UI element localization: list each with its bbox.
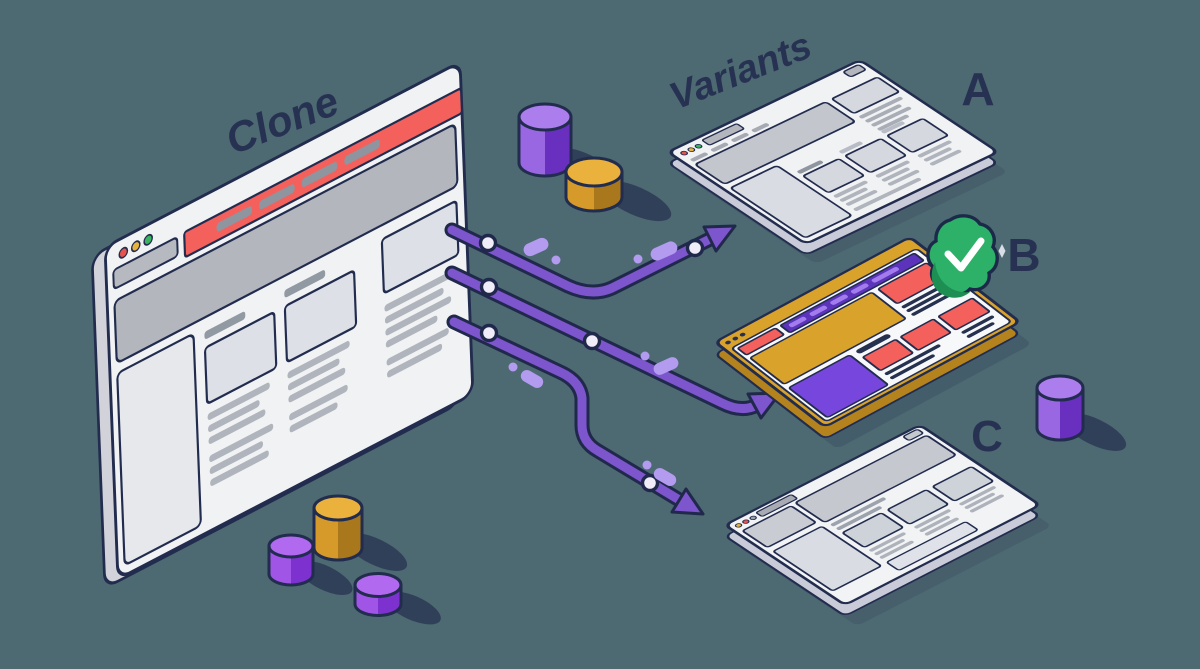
variant-b-nav-bar bbox=[780, 253, 925, 333]
arrow-to-variant-c bbox=[446, 314, 705, 516]
variant-a-card-row bbox=[797, 118, 962, 211]
variant-c-topright-button bbox=[903, 429, 924, 441]
cylinder-cluster-bottom-left bbox=[267, 494, 441, 625]
database-cylinder-gold-tall bbox=[312, 494, 364, 562]
variant-b-text-lines bbox=[884, 315, 995, 380]
motion-dash-pills bbox=[508, 237, 679, 486]
variant-a-sidebar-card bbox=[730, 165, 852, 238]
database-cylinder-purple-tall bbox=[517, 102, 573, 178]
variant-b-feature-card bbox=[788, 355, 889, 418]
node-circle bbox=[640, 473, 660, 493]
flow-arrows bbox=[444, 222, 782, 516]
traffic-light-red bbox=[118, 246, 129, 259]
variant-a-topright-button bbox=[843, 64, 866, 77]
variant-c-left-column bbox=[742, 505, 882, 591]
clone-nav-bar bbox=[183, 87, 463, 258]
variant-a-address-bar bbox=[701, 123, 745, 146]
clone-content bbox=[116, 200, 460, 565]
arrow-nodes bbox=[478, 233, 705, 493]
clone-nav-links bbox=[216, 139, 380, 232]
variant-c-address-bar bbox=[755, 494, 798, 517]
variant-b-hero-banner bbox=[749, 292, 906, 385]
cylinder-right bbox=[1035, 374, 1127, 451]
variant-b-traffic-lights bbox=[725, 332, 746, 345]
checkmark-seal-icon bbox=[926, 214, 1006, 298]
variant-c-headline-lines bbox=[830, 497, 886, 530]
database-cylinder-purple-right bbox=[1035, 374, 1085, 442]
clone-window bbox=[91, 64, 474, 585]
node-circle bbox=[479, 323, 499, 343]
variant-b-section-title bbox=[856, 334, 891, 354]
variant-c-text-lines bbox=[869, 486, 1004, 559]
node-circle bbox=[479, 277, 499, 297]
variant-b-card-row bbox=[862, 297, 991, 371]
variant-c-letter: C bbox=[971, 412, 1003, 461]
clone-traffic-lights bbox=[118, 233, 153, 259]
variant-c-traffic-lights bbox=[734, 515, 757, 528]
node-circle bbox=[582, 331, 602, 351]
variant-b-nav-links bbox=[788, 267, 900, 328]
traffic-light-green bbox=[143, 233, 153, 246]
clone-address-bar bbox=[112, 237, 179, 290]
arrow-to-variant-a bbox=[444, 222, 737, 300]
variant-b-letter: B bbox=[1007, 229, 1040, 281]
variant-c-card-row bbox=[842, 466, 994, 548]
database-cylinder-gold-short bbox=[564, 156, 624, 213]
clone-hero-banner bbox=[113, 124, 459, 363]
variant-a-traffic-lights bbox=[680, 143, 703, 156]
cylinder-cluster-top bbox=[517, 102, 672, 222]
clone-sidebar-card bbox=[116, 334, 202, 565]
variant-c-wide-card bbox=[886, 521, 978, 571]
database-cylinder-purple-mid bbox=[267, 533, 315, 587]
variant-c-window bbox=[726, 425, 1049, 625]
clone-column-2 bbox=[283, 270, 358, 433]
node-circle bbox=[685, 238, 705, 258]
variant-a-hero-banner bbox=[695, 101, 856, 185]
checkmark-icon bbox=[944, 237, 985, 272]
variant-a-nav-links bbox=[690, 123, 770, 162]
variant-b-address-bar bbox=[737, 327, 785, 356]
variant-a-window bbox=[669, 60, 1005, 263]
variant-c-hero-banner bbox=[795, 435, 956, 523]
badge-shade bbox=[931, 262, 970, 298]
database-cylinder-purple-small bbox=[353, 572, 403, 617]
node-circle bbox=[478, 233, 498, 253]
clone-column-1 bbox=[204, 311, 278, 486]
traffic-light-yellow bbox=[130, 240, 141, 253]
variant-a-right-column bbox=[831, 77, 912, 131]
badge-blob bbox=[926, 214, 999, 297]
sparkle-icon bbox=[998, 244, 1006, 258]
variant-a-letter: A bbox=[961, 63, 994, 115]
